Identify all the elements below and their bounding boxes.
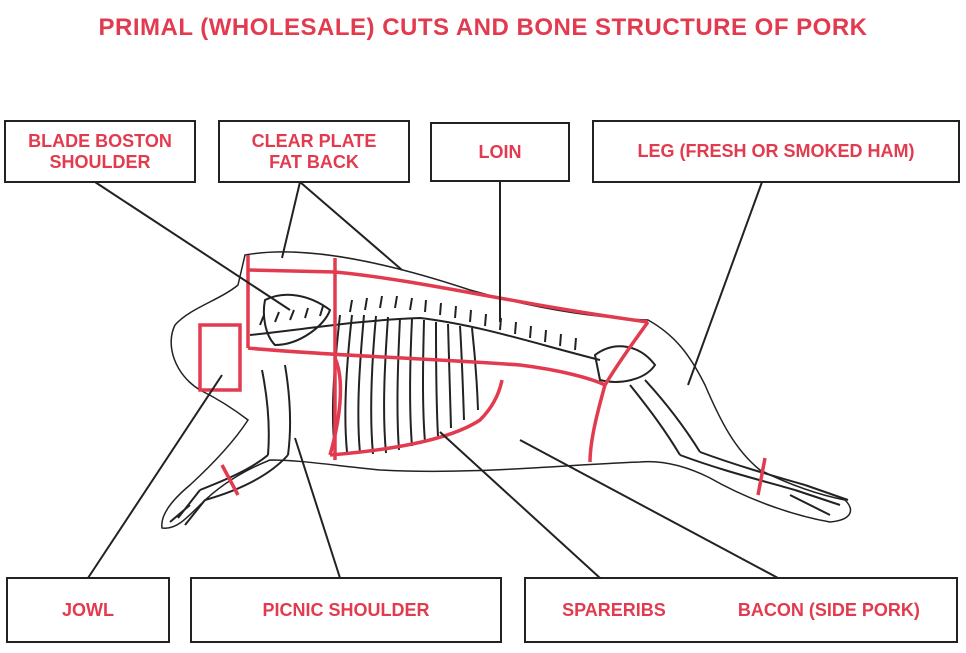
label-blade-boston-line1: BLADE BOSTON [28,130,172,151]
label-spareribs-bacon: SPARERIBS BACON (SIDE PORK) [524,577,958,643]
leader-lines [87,181,779,579]
label-clear-plate-line1: CLEAR PLATE [251,130,377,151]
label-clear-plate-fat-back: CLEAR PLATE FAT BACK [218,120,410,183]
label-leg-text: LEG (FRESH OR SMOKED HAM) [637,141,915,162]
label-leg: LEG (FRESH OR SMOKED HAM) [592,120,960,183]
label-jowl: JOWL [6,577,170,643]
label-blade-boston-shoulder: BLADE BOSTON SHOULDER [4,120,196,183]
cut-lines [198,255,767,496]
pig-body-outline [161,251,852,529]
label-loin-text: LOIN [478,141,522,162]
label-picnic-shoulder: PICNIC SHOULDER [190,577,502,643]
spine [249,295,601,361]
label-blade-boston-line2: SHOULDER [49,151,151,172]
label-bacon-text: BACON (SIDE PORK) [737,599,920,620]
label-spareribs-text: SPARERIBS [562,599,666,620]
front-leg-bones [169,364,292,526]
label-jowl-text: JOWL [62,599,114,620]
label-picnic-shoulder-text: PICNIC SHOULDER [262,599,430,620]
label-clear-plate-line2: FAT BACK [269,151,359,172]
hind-leg-bones [593,345,849,516]
shoulder-blade [262,293,332,347]
label-loin: LOIN [430,122,570,182]
diagram-title: PRIMAL (WHOLESALE) CUTS AND BONE STRUCTU… [98,14,868,41]
